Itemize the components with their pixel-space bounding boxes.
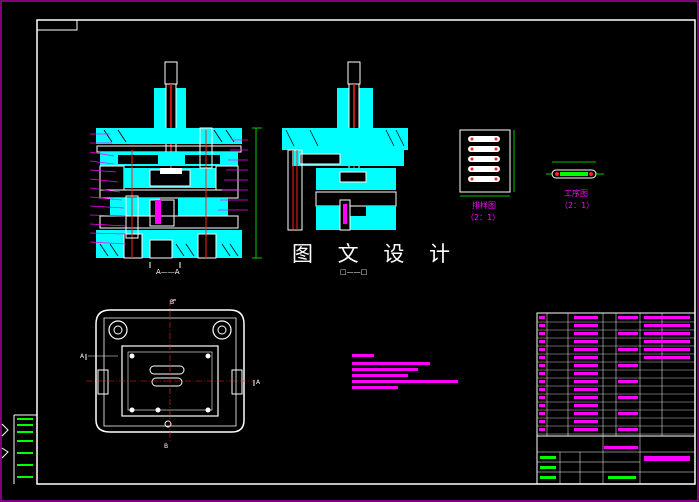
parts-list-row-name (574, 356, 598, 359)
parts-list-row-material (618, 316, 638, 319)
secondary-section-view (282, 61, 408, 231)
parts-list-row-material (618, 348, 638, 351)
parts-list-row-material (618, 364, 638, 367)
parts-list-row-note (644, 316, 690, 319)
parts-list-row-note (644, 324, 690, 327)
technical-notes (352, 354, 458, 389)
parts-list-row-number (539, 316, 545, 319)
parts-list-row-name (574, 396, 598, 399)
parts-list-row-name (574, 340, 598, 343)
parts-list-row-number (539, 428, 545, 431)
parts-list-row-name (574, 380, 598, 383)
plan-arrow-b-bottom: B (164, 443, 168, 450)
parts-list-row-number (539, 364, 545, 367)
parts-list-row-name (574, 420, 598, 423)
parts-list-row-material (618, 332, 638, 335)
parts-list (536, 312, 696, 437)
parts-list-row-number (539, 380, 545, 383)
part-view (546, 161, 604, 179)
title-block (536, 435, 696, 485)
parts-list-row-number (539, 324, 545, 327)
parts-list-row-name (574, 332, 598, 335)
parts-list-row-name (574, 428, 598, 431)
section-a-label: A——A (156, 268, 180, 276)
parts-list-row-note (644, 356, 690, 359)
parts-list-row-name (574, 364, 598, 367)
parts-list-row-number (539, 372, 545, 375)
parts-list-row-number (539, 388, 545, 391)
parts-list-row-name (574, 388, 598, 391)
strip-layout-title: 排样图 (472, 200, 496, 210)
main-section-view (89, 61, 262, 268)
parts-list-row-number (539, 404, 545, 407)
side-revision-strip (1, 418, 33, 478)
parts-list-row-name (574, 324, 598, 327)
parts-list-row-number (539, 420, 545, 423)
parts-list-row-name (574, 404, 598, 407)
plan-arrow-a-right: A (256, 379, 261, 386)
parts-list-row-material (618, 428, 638, 431)
parts-list-row-name (574, 372, 598, 375)
parts-list-row-number (539, 396, 545, 399)
parts-list-row-number (539, 412, 545, 415)
parts-list-row-material (618, 412, 638, 415)
section-b-label: □——□ (340, 268, 367, 276)
parts-list-row-note (644, 348, 690, 351)
parts-list-row-name (574, 348, 598, 351)
parts-list-row-note (644, 340, 690, 343)
parts-list-row-name (574, 412, 598, 415)
parts-list-row-number (539, 332, 545, 335)
strip-layout-view (459, 129, 515, 197)
parts-list-row-number (539, 348, 545, 351)
parts-list-row-name (574, 316, 598, 319)
parts-list-row-number (539, 356, 545, 359)
plan-arrow-b-top: B (170, 299, 174, 306)
parts-list-row-note (644, 332, 690, 335)
part-scale: （2：1） (560, 201, 594, 210)
plan-arrow-a-left: A (80, 353, 85, 360)
parts-list-row-material (618, 396, 638, 399)
part-title: 工序图 (564, 188, 588, 198)
strip-layout-scale: （2：1） (466, 213, 500, 222)
parts-list-row-number (539, 340, 545, 343)
watermark-text: 图 文 设 计 (292, 242, 460, 266)
plan-view (85, 299, 255, 442)
parts-list-row-material (618, 380, 638, 383)
